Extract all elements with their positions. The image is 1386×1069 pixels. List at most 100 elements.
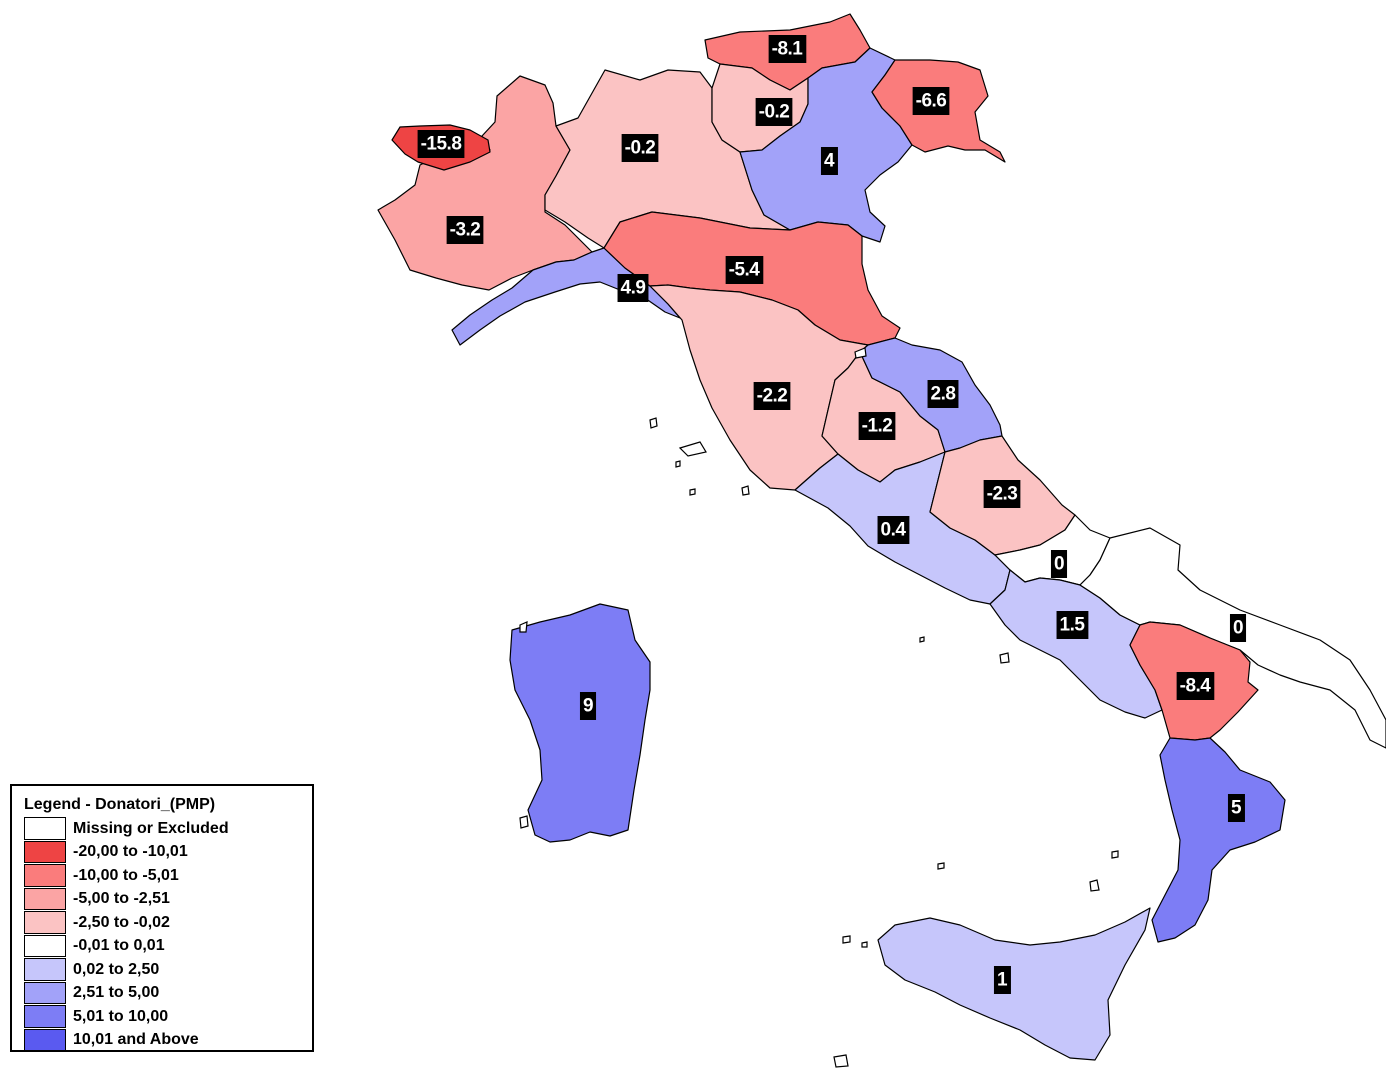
legend-title: Legend - Donatori_(PMP) [24,796,216,813]
value-label-calabria: 5 [1227,794,1245,822]
value-label-umbria: -1.2 [858,412,896,440]
value-label-text: -3.2 [450,220,481,241]
legend-swatch [24,864,66,887]
legend-entry: 10,01 and Above [24,1028,312,1053]
value-label-text: 0 [1054,554,1064,575]
value-label-text: -0.2 [759,102,790,123]
value-label-molise: 0 [1050,550,1068,578]
legend-swatch [24,1028,66,1051]
value-label-bg [912,87,950,115]
legend-swatch [24,934,66,957]
value-label-text: 0 [1233,618,1243,639]
value-label-text: -15.8 [421,134,462,155]
value-label-emilia-romagna: -5.4 [725,256,764,284]
value-label-marche: 2.8 [927,380,959,408]
legend-label: 10,01 and Above [73,1031,199,1049]
legend-label: 2,51 to 5,00 [73,984,160,1002]
value-label-text: 4 [824,151,835,172]
legend-entry: 0,02 to 2,50 [24,958,312,982]
value-label-piemonte: -3.2 [446,216,484,244]
value-label-bg [768,35,807,63]
region-sardegna[interactable] [509,603,651,843]
legend-label: Missing or Excluded [73,819,229,837]
value-label-text: 1.5 [1060,615,1086,636]
value-label-campania: 1.5 [1056,611,1089,639]
legend-swatch [24,958,66,981]
value-label-text: -1.2 [862,416,893,437]
value-label-bg [1176,672,1215,700]
value-label-text: -2.2 [757,386,788,407]
value-label-bg [446,216,484,244]
value-label-bg [877,516,910,544]
value-label-bg [1050,550,1068,578]
value-label-sardegna: 9 [579,692,597,720]
value-label-bg [820,147,838,175]
value-label-bg [1229,614,1247,642]
value-label-text: 4.9 [621,278,646,299]
value-label-bg [617,274,649,302]
value-label-text: 9 [583,696,593,717]
value-label-text: 1 [997,970,1008,991]
value-label-bg [1227,794,1245,822]
legend-label: 5,01 to 10,00 [73,1007,169,1025]
value-label-text: -2.3 [987,484,1018,505]
value-label-abruzzo: -2.3 [983,480,1021,508]
value-label-trentino-alto-adige-south: -0.2 [755,98,793,126]
value-label-text: 0.4 [881,520,907,541]
value-label-bg [983,480,1021,508]
value-label-text: -0.2 [625,138,656,159]
legend-entry: 2,51 to 5,00 [24,981,312,1006]
value-label-bg [621,134,659,162]
legend-entry: Missing or Excluded [24,817,312,841]
value-label-bg [755,98,793,126]
value-label-puglia: 0 [1229,614,1247,642]
value-label-text: -8.4 [1180,676,1212,697]
legend-swatch [24,911,66,934]
legend-entry: -10,00 to -5,01 [24,864,312,888]
legend-label: -20,00 to -10,01 [73,843,188,861]
value-label-text: 5 [1231,798,1242,819]
region-liguria[interactable] [451,247,681,346]
legend-entry: -20,00 to -10,01 [24,840,312,865]
legend-entry: -0,01 to 0,01 [24,934,312,959]
value-label-liguria: 4.9 [617,274,649,302]
value-label-friuli-venezia-giulia: -6.6 [912,87,950,115]
value-label-text: -5.4 [729,260,761,281]
value-label-bg [927,380,959,408]
legend-label: -0,01 to 0,01 [73,937,165,955]
legend-swatch [24,1005,66,1028]
value-label-bg [725,256,764,284]
value-label-valle-daosta: -15.8 [417,130,465,158]
legend-entry: -5,00 to -2,51 [24,887,312,912]
value-label-text: -8.1 [772,39,804,60]
legend-label: -2,50 to -0,02 [73,913,170,931]
value-label-bg [753,382,791,410]
value-label-sicilia: 1 [993,966,1011,994]
map-legend: Legend - Donatori_(PMP) Missing or Exclu… [10,784,314,1052]
value-label-veneto: 4 [820,147,838,175]
region-sicilia[interactable] [877,907,1151,1061]
legend-entry: 5,01 to 10,00 [24,1005,312,1029]
legend-entry: -2,50 to -0,02 [24,911,312,935]
legend-label: -5,00 to -2,51 [73,890,170,908]
value-label-bg [1056,611,1089,639]
legend-swatch [24,840,66,863]
value-label-lazio: 0.4 [877,516,910,544]
legend-label: 0,02 to 2,50 [73,960,160,978]
value-label-trentino-alto-adige-north: -8.1 [768,35,807,63]
region-calabria[interactable] [1151,737,1286,943]
legend-swatch [24,981,66,1004]
value-label-text: 2.8 [931,384,956,405]
value-label-bg [858,412,896,440]
value-label-bg [579,692,597,720]
value-label-bg [993,966,1011,994]
value-label-basilicata: -8.4 [1176,672,1215,700]
value-label-bg [417,130,465,158]
legend-swatch [24,817,66,840]
legend-swatch [24,887,66,910]
minor-islands [519,347,1119,1068]
value-label-lombardia: -0.2 [621,134,659,162]
value-label-toscana: -2.2 [753,382,791,410]
legend-label: -10,00 to -5,01 [73,866,179,884]
